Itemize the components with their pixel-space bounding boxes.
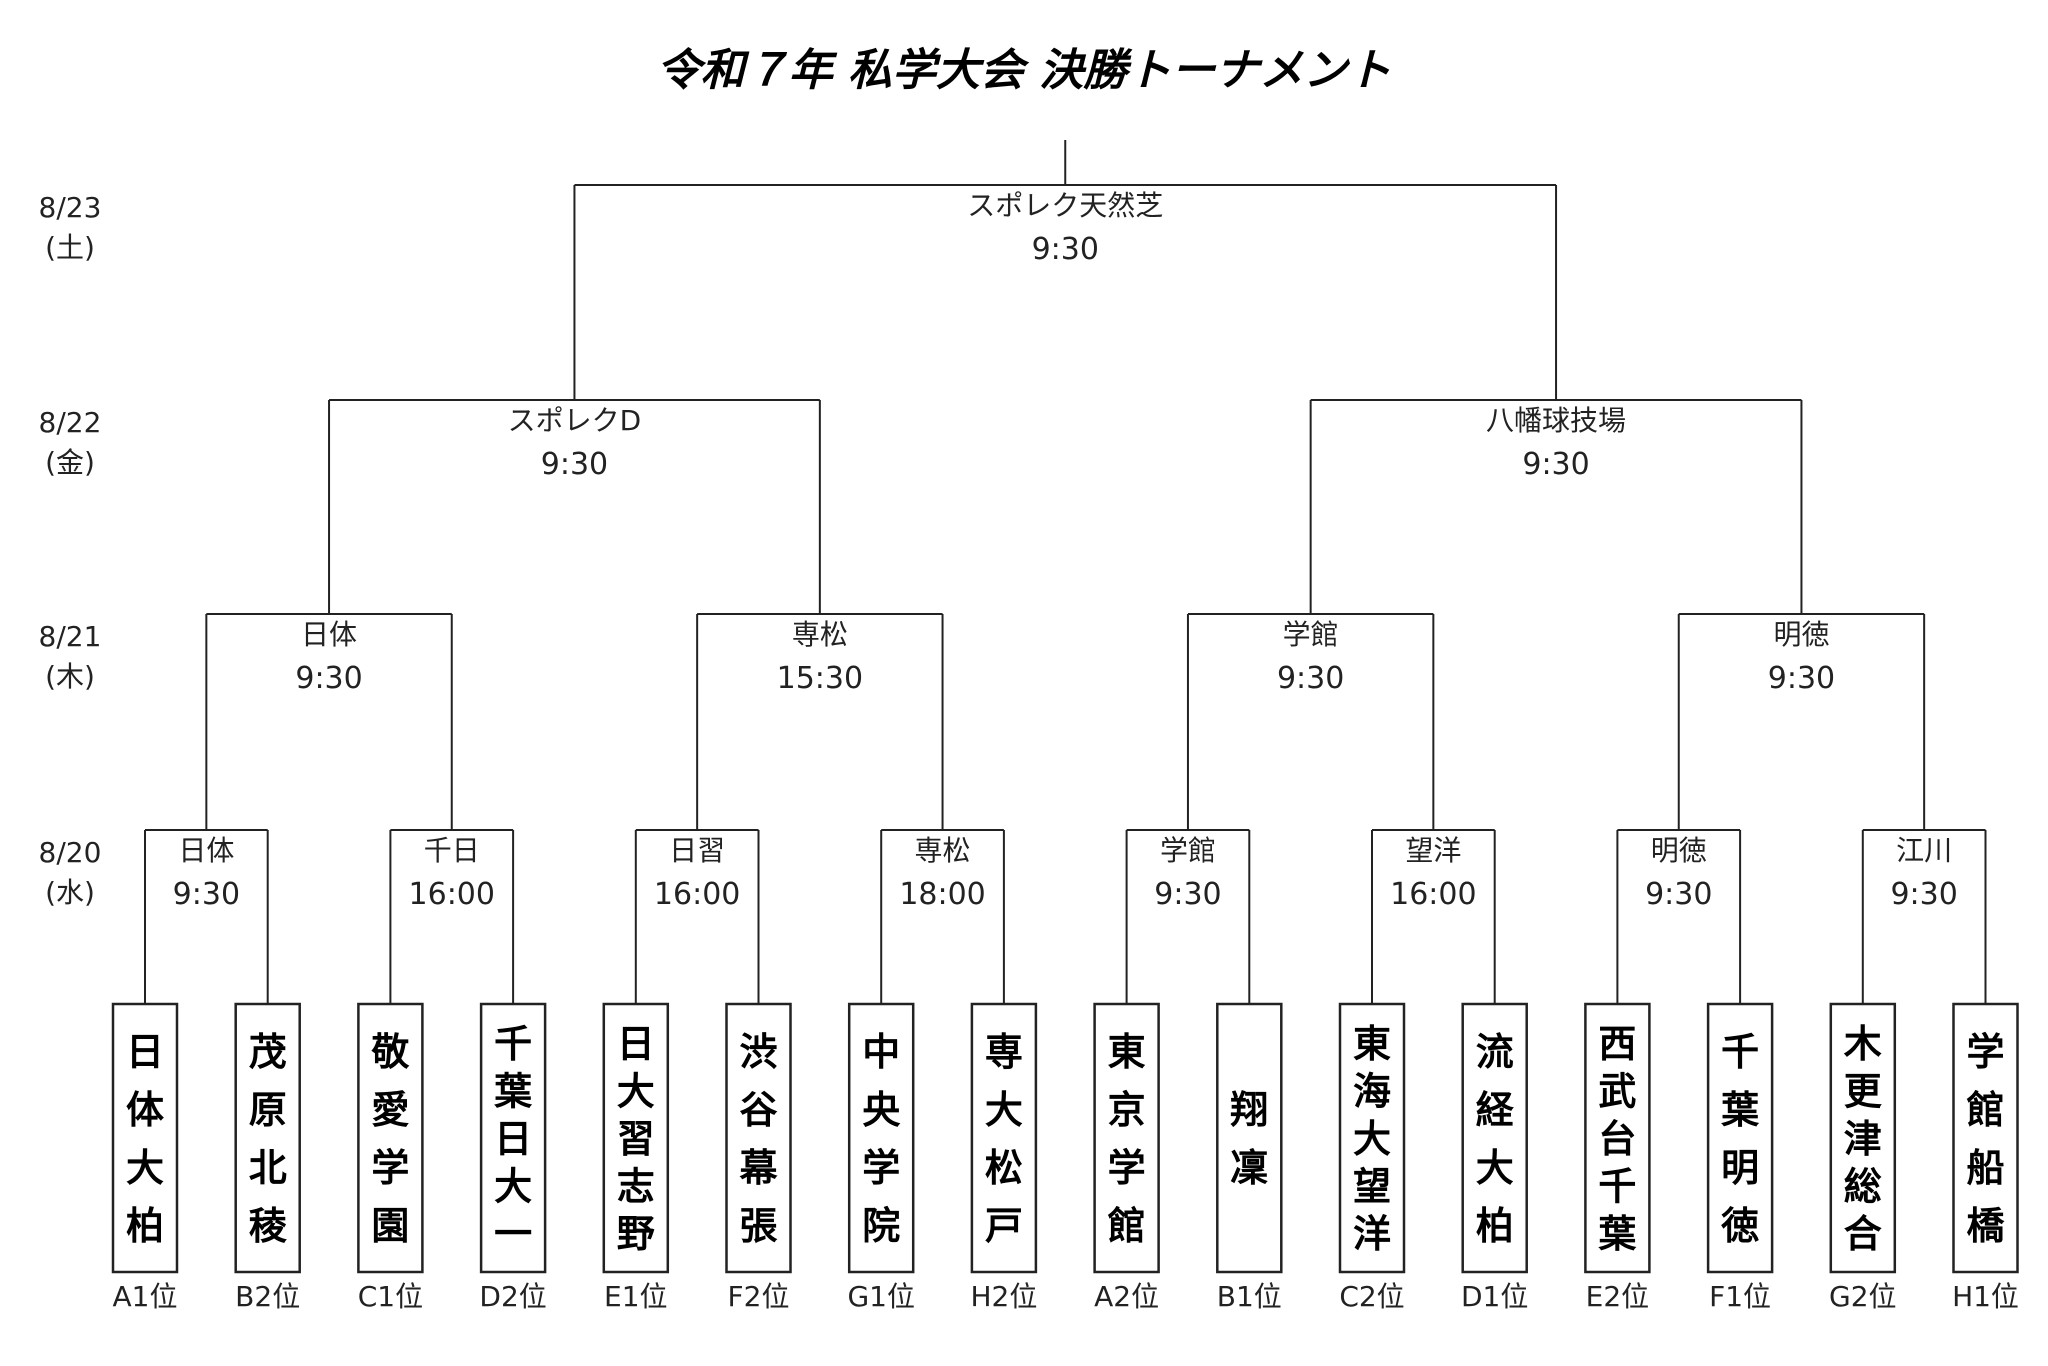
match-time: 9:30 xyxy=(1890,877,1957,912)
team-box xyxy=(847,1002,915,1274)
team-rank: D2位 xyxy=(479,1280,546,1313)
weekday-label: (土) xyxy=(45,231,95,264)
match-venue: 八幡球技場 xyxy=(1486,404,1626,437)
date-labels: 8/23 (土) 8/22 (金) 8/21 (木) 8/20 (水) xyxy=(39,191,102,909)
date-label: 8/20 xyxy=(39,836,102,869)
team-box xyxy=(357,1002,424,1274)
team-box xyxy=(1338,1002,1406,1274)
team-rank: A1位 xyxy=(113,1280,178,1313)
match-time: 9:30 xyxy=(295,661,362,696)
team-box xyxy=(1093,1002,1160,1274)
team-rank: A2位 xyxy=(1094,1280,1159,1313)
date-label: 8/23 xyxy=(39,191,102,224)
team-rank: H1位 xyxy=(1952,1280,2019,1313)
date-label: 8/21 xyxy=(39,620,102,653)
match-venue: スポレクD xyxy=(508,404,642,437)
team-box xyxy=(1706,1002,1774,1274)
match-time: 9:30 xyxy=(1645,877,1712,912)
team-box xyxy=(1829,1002,1897,1274)
match-time: 9:30 xyxy=(541,447,608,482)
match-venue: 専松 xyxy=(915,834,971,867)
team-box xyxy=(602,1002,670,1274)
match-venue: 学館 xyxy=(1160,834,1216,867)
team-rank: E2位 xyxy=(1586,1280,1650,1313)
match-venue: 明徳 xyxy=(1773,618,1829,651)
team-name: 学館船橋 xyxy=(1966,1030,2004,1248)
match-time: 9:30 xyxy=(173,877,240,912)
team-name: 中央学院 xyxy=(862,1030,901,1248)
match-labels: 日体 9:30 千日 16:00 日習 16:00 専松 18:00 学館 9:30 望洋 16:00… xyxy=(173,189,1958,912)
team-box xyxy=(1216,1002,1283,1274)
weekday-label: (水) xyxy=(45,876,95,909)
team-rank: C1位 xyxy=(358,1280,423,1313)
match-venue: 望洋 xyxy=(1405,834,1461,867)
team-rank: B2位 xyxy=(235,1280,300,1313)
team-rank: G1位 xyxy=(847,1280,915,1313)
bracket-lines xyxy=(144,140,1987,1004)
match-time: 9:30 xyxy=(1032,232,1099,267)
match-venue: 学館 xyxy=(1283,618,1339,651)
team-name: 千葉明徳 xyxy=(1720,1030,1760,1248)
team-box xyxy=(725,1002,792,1274)
team-name: 渋谷幕張 xyxy=(738,1030,778,1248)
team-name: 専大松戸 xyxy=(985,1030,1023,1248)
match-time: 9:30 xyxy=(1154,877,1221,912)
team-box xyxy=(1584,1002,1651,1274)
match-time: 9:30 xyxy=(1277,661,1344,696)
match-time: 18:00 xyxy=(899,877,985,912)
match-time: 9:30 xyxy=(1522,447,1589,482)
team-box xyxy=(234,1002,301,1274)
date-label: 8/22 xyxy=(39,406,102,439)
team-name: 木更津総合 xyxy=(1844,1022,1883,1256)
weekday-label: (木) xyxy=(45,660,95,693)
team-boxes: 日体大柏 A1位 茂原北稜 B2位 敬愛学園 C1位 千葉日大一 D2位 日大習志野 E1位 渋谷幕… xyxy=(111,1002,2019,1313)
team-name: 日大習志野 xyxy=(617,1022,655,1256)
match-time: 9:30 xyxy=(1768,661,1835,696)
match-time: 16:00 xyxy=(409,877,495,912)
match-venue: 専松 xyxy=(792,618,848,651)
team-rank: C2位 xyxy=(1339,1280,1404,1313)
team-name: 翔凜 xyxy=(1230,1088,1268,1190)
team-box xyxy=(111,1002,179,1274)
team-rank: F1位 xyxy=(1709,1280,1771,1313)
team-rank: G2位 xyxy=(1829,1280,1897,1313)
team-box xyxy=(1461,1002,1528,1274)
match-time: 15:30 xyxy=(777,661,863,696)
page-title: 令和７年 私学大会 決勝トーナメント xyxy=(657,45,1392,96)
team-rank: D1位 xyxy=(1461,1280,1528,1313)
team-name: 東海大望洋 xyxy=(1353,1022,1391,1256)
match-time: 16:00 xyxy=(1390,877,1476,912)
team-name: 茂原北稜 xyxy=(249,1030,288,1248)
team-name: 東京学館 xyxy=(1108,1030,1146,1248)
match-venue: 千日 xyxy=(424,834,480,867)
match-venue: 日体 xyxy=(301,618,357,651)
team-name: 流経大柏 xyxy=(1476,1030,1515,1248)
team-name: 千葉日大一 xyxy=(493,1022,533,1256)
team-rank: E1位 xyxy=(604,1280,668,1313)
team-name: 西武台千葉 xyxy=(1597,1022,1637,1256)
team-rank: H2位 xyxy=(970,1280,1037,1313)
team-box xyxy=(1952,1002,2019,1274)
match-time: 16:00 xyxy=(654,877,740,912)
team-rank: F2位 xyxy=(728,1280,790,1313)
match-venue: 江川 xyxy=(1896,834,1952,867)
match-venue: 日習 xyxy=(669,834,725,867)
match-venue: 日体 xyxy=(178,834,234,867)
team-name: 日体大柏 xyxy=(126,1030,164,1248)
team-box xyxy=(970,1002,1038,1274)
team-name: 敬愛学園 xyxy=(370,1030,410,1248)
team-rank: B1位 xyxy=(1217,1280,1282,1313)
match-venue: スポレク天然芝 xyxy=(967,189,1163,222)
match-venue: 明徳 xyxy=(1651,834,1707,867)
weekday-label: (金) xyxy=(45,446,95,479)
team-box xyxy=(479,1002,547,1274)
